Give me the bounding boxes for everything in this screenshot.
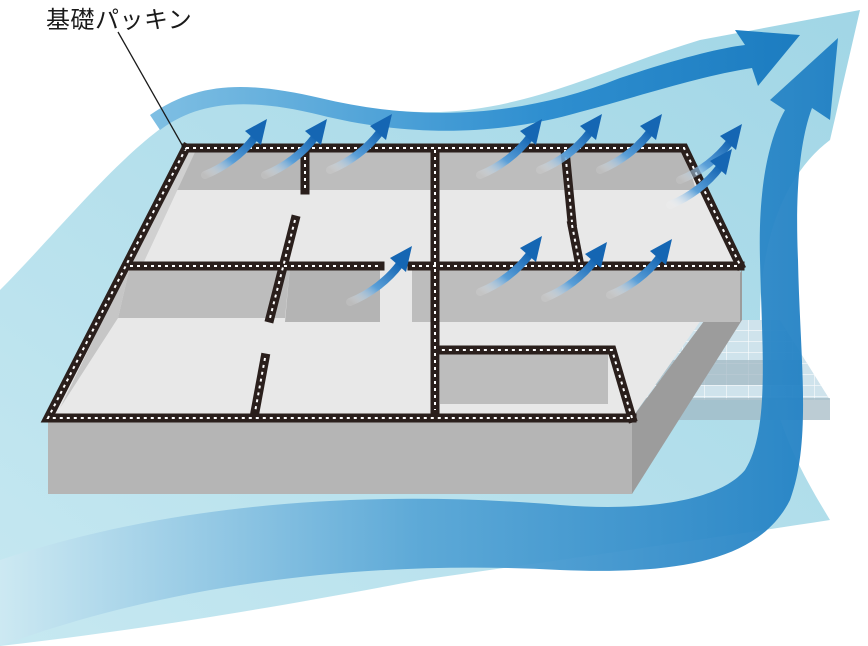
vent-arrow-icon xyxy=(536,114,602,174)
vent-arrow-icon xyxy=(476,236,542,296)
vent-arrow-icon xyxy=(541,242,607,302)
vent-arrow-icon xyxy=(606,239,672,299)
airflow-main-band xyxy=(0,38,838,646)
vent-arrow-icon xyxy=(326,114,392,174)
vent-arrow-icon xyxy=(476,119,542,179)
callout-leader xyxy=(117,31,186,151)
vent-arrows xyxy=(201,114,742,306)
airflow-top-band xyxy=(150,30,800,131)
vent-arrow-icon xyxy=(346,246,412,306)
packing-label: 基礎パッキン xyxy=(46,6,193,34)
vent-arrow-icon xyxy=(676,124,742,184)
vent-arrow-icon xyxy=(261,119,327,179)
vent-arrow-icon xyxy=(596,114,662,174)
packing-holes xyxy=(46,147,741,419)
vent-arrow-icon xyxy=(666,149,732,209)
vent-arrow-icon xyxy=(201,119,267,179)
